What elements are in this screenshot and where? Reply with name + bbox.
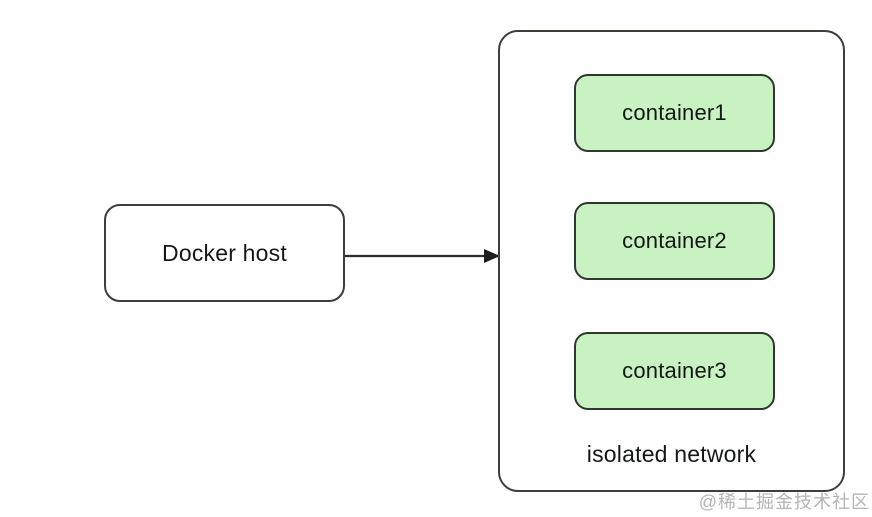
isolated-network-label: isolated network xyxy=(586,441,757,467)
container2-label: container2 xyxy=(622,228,727,253)
container1-box: container1 xyxy=(574,74,775,152)
container2-box: container2 xyxy=(574,202,775,280)
container1-label: container1 xyxy=(622,100,727,125)
container3-label: container3 xyxy=(622,358,727,383)
docker-host-label: Docker host xyxy=(162,239,287,266)
right-arrow-icon xyxy=(345,249,500,263)
watermark-text: @稀土掘金技术社区 xyxy=(698,492,870,512)
connector-arrow xyxy=(345,243,500,269)
docker-host-box: Docker host xyxy=(104,204,345,302)
container3-box: container3 xyxy=(574,332,775,410)
isolated-network-box: container1 container2 container3 isolate… xyxy=(498,30,845,492)
